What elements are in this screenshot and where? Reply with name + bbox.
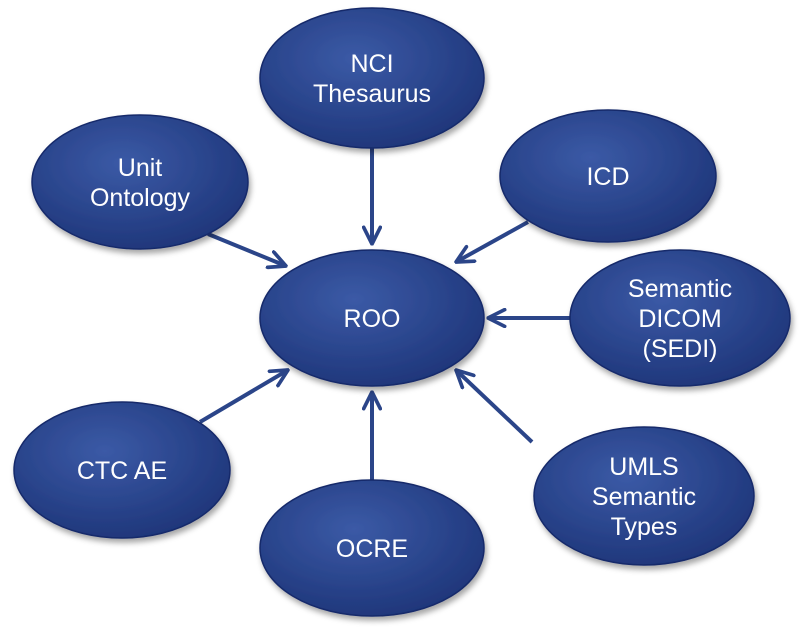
arrow-icd-to-roo [456,220,529,262]
edge-ctc-ae-to-roo [198,370,288,424]
node-ellipse-ocre [259,479,485,617]
node-icd: ICD [499,109,717,243]
node-label-ocre: OCRE [336,535,408,563]
node-label-line: ICD [586,163,629,191]
edge-unit-ontology-to-roo [207,232,286,266]
node-label-line: Thesaurus [313,80,431,108]
node-ellipse-icd [499,109,717,243]
node-label-line: Semantic [592,483,696,511]
node-label-icd: ICD [586,163,629,191]
node-label-line: OCRE [336,535,408,563]
edge-icd-to-roo [456,220,529,262]
node-label-line: UMLS [609,453,678,481]
arrow-umls-semantic-types-to-roo [456,370,534,444]
node-ctc-ae: CTC AE [13,401,231,539]
node-ellipse-umls-semantic-types [533,426,755,566]
arrow-ctc-ae-to-roo [198,370,288,424]
node-label-line: Ontology [90,184,191,212]
arrow-unit-ontology-to-roo [207,232,286,266]
node-ellipse-semantic-dicom [569,249,791,387]
node-ellipse-unit-ontology [31,114,249,250]
node-label-line: NCI [350,50,393,78]
node-ellipse-nci-thesaurus [259,7,485,149]
node-label-line: DICOM [638,305,721,333]
node-label-line: CTC AE [77,457,167,485]
node-label-line: Semantic [628,275,732,303]
edges-layer [198,148,572,480]
node-ellipse-roo [259,249,485,387]
node-label-line: ROO [344,305,401,333]
node-label-line: Types [611,513,678,541]
node-label-line: Unit [118,154,163,182]
node-label-line: (SEDI) [643,335,718,363]
node-label-roo: ROO [344,305,401,333]
node-label-ctc-ae: CTC AE [77,457,167,485]
node-ellipse-ctc-ae [13,401,231,539]
edge-umls-semantic-types-to-roo [456,370,534,444]
node-roo: ROO [259,249,485,387]
node-ocre: OCRE [259,479,485,617]
